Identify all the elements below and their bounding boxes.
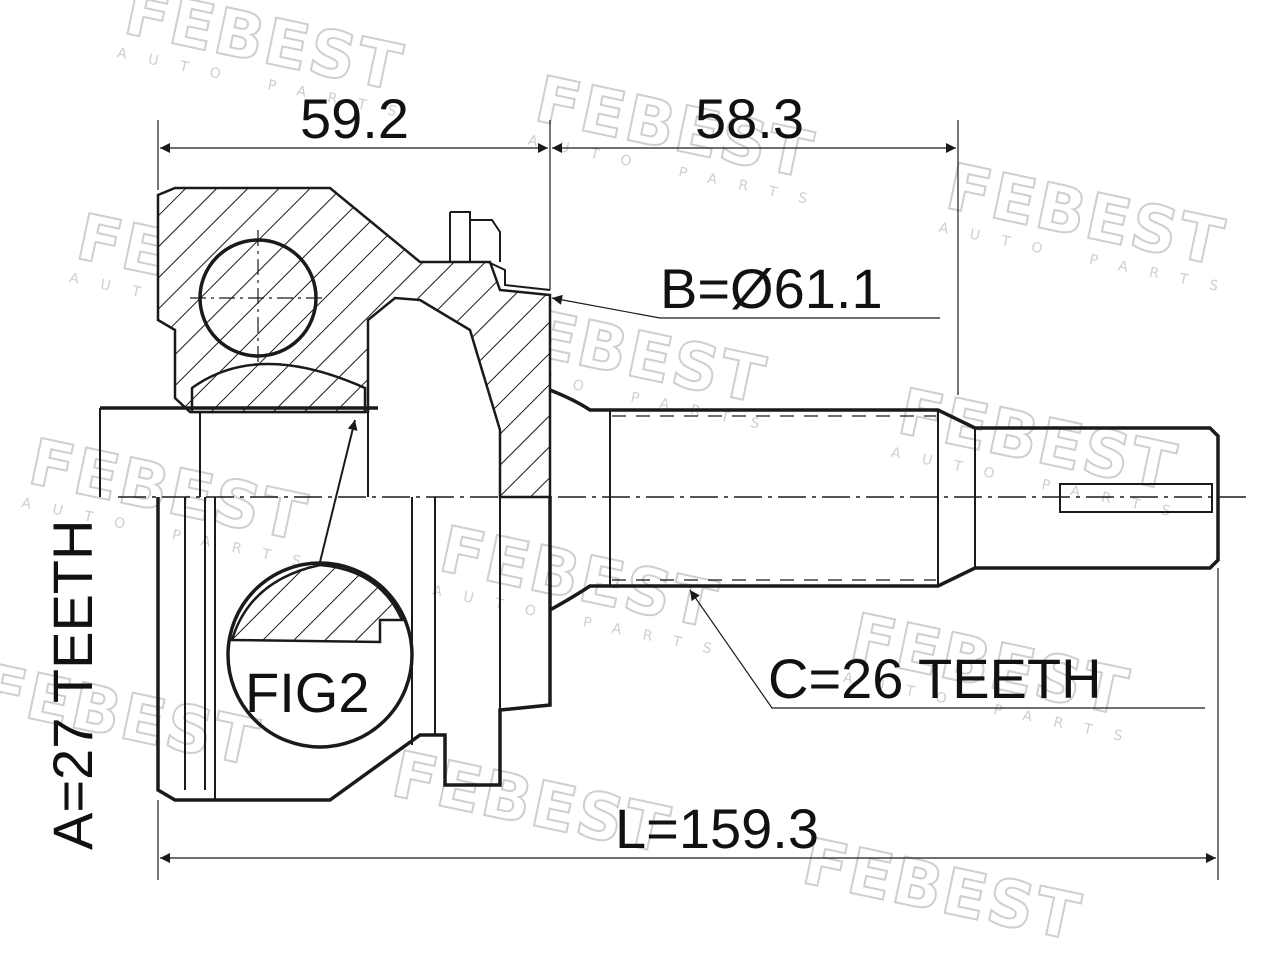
- dim-b-diameter: B=Ø61.1: [551, 257, 940, 320]
- dim-label-l: L=159.3: [615, 797, 819, 860]
- shaft: [549, 388, 1220, 612]
- figure-label: FIG2: [245, 661, 369, 724]
- fig2-detail: FIG2: [226, 419, 414, 749]
- dim-label-59-2: 59.2: [300, 87, 409, 150]
- dim-label-a: A=27 TEETH: [41, 520, 104, 850]
- watermark: FEBEST: [0, 651, 266, 782]
- dim-58-3: 58.3: [552, 87, 959, 395]
- dim-label-b: B=Ø61.1: [660, 257, 883, 320]
- dim-a-teeth: A=27 TEETH: [41, 520, 104, 850]
- inner-spline: [99, 406, 378, 497]
- dim-label-c: C=26 TEETH: [768, 647, 1102, 710]
- dim-59-2: 59.2: [157, 87, 551, 290]
- dim-c-teeth: C=26 TEETH: [689, 589, 1205, 710]
- ball: [190, 230, 367, 414]
- outer-housing: [156, 186, 552, 802]
- watermark: FEBEST: [797, 825, 1088, 956]
- dim-label-58-3: 58.3: [695, 87, 804, 150]
- dim-length: L=159.3: [157, 568, 1219, 880]
